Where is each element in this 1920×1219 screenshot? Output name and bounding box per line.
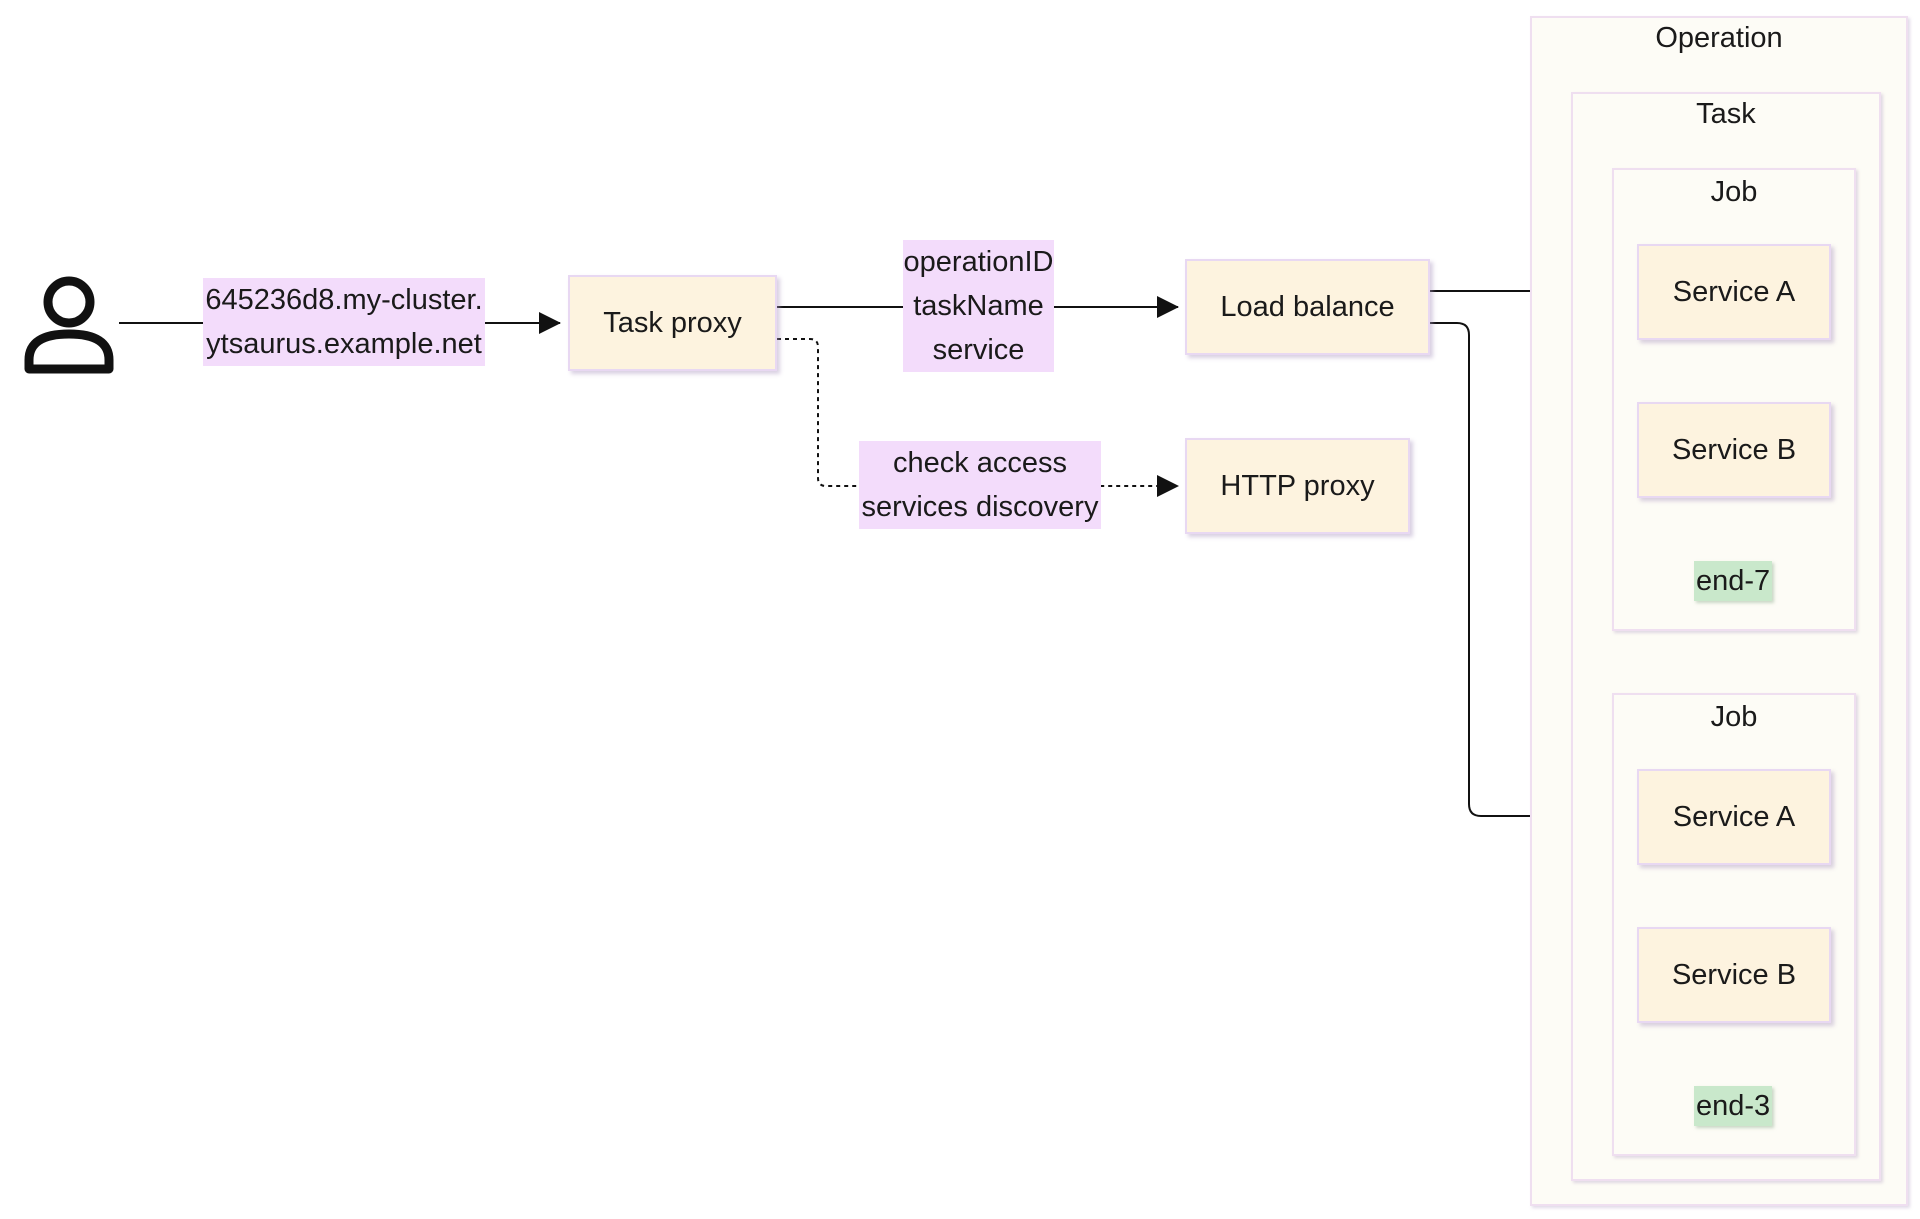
check-access-line: check access	[892, 447, 1068, 479]
job-1-service-b: Service B	[1637, 402, 1831, 498]
task-title: Task	[1696, 98, 1756, 130]
cluster-url-line-1: 645236d8.my-cluster.	[205, 284, 483, 316]
request-params-label: operationID taskName service	[903, 240, 1054, 372]
job-1-service-a: Service A	[1637, 244, 1831, 340]
param-operation-id: operationID	[903, 246, 1054, 278]
user-icon	[24, 272, 114, 374]
edge-task-proxy-to-http-proxy	[777, 338, 1179, 497]
load-balance-node: Load balance	[1185, 259, 1430, 355]
services-discovery-line: services discovery	[861, 491, 1099, 523]
job-2-endpoint-tag: end-3	[1694, 1086, 1773, 1126]
check-access-label: check access services discovery	[859, 441, 1101, 529]
cluster-url-line-2: ytsaurus.example.net	[206, 328, 482, 360]
job-2-service-b: Service B	[1637, 927, 1831, 1023]
job-1-endpoint-tag: end-7	[1694, 561, 1773, 601]
operation-title: Operation	[1655, 22, 1783, 54]
job-2-service-a: Service A	[1637, 769, 1831, 865]
job-title-2: Job	[1710, 701, 1758, 733]
edge-load-balance-to-service-a-2	[1427, 322, 1627, 827]
cluster-url-label: 645236d8.my-cluster. ytsaurus.example.ne…	[203, 278, 485, 366]
task-proxy-node: Task proxy	[568, 275, 777, 371]
job-title-1: Job	[1710, 176, 1758, 208]
param-service: service	[932, 334, 1025, 366]
http-proxy-node: HTTP proxy	[1185, 438, 1410, 534]
param-task-name: taskName	[913, 290, 1044, 322]
